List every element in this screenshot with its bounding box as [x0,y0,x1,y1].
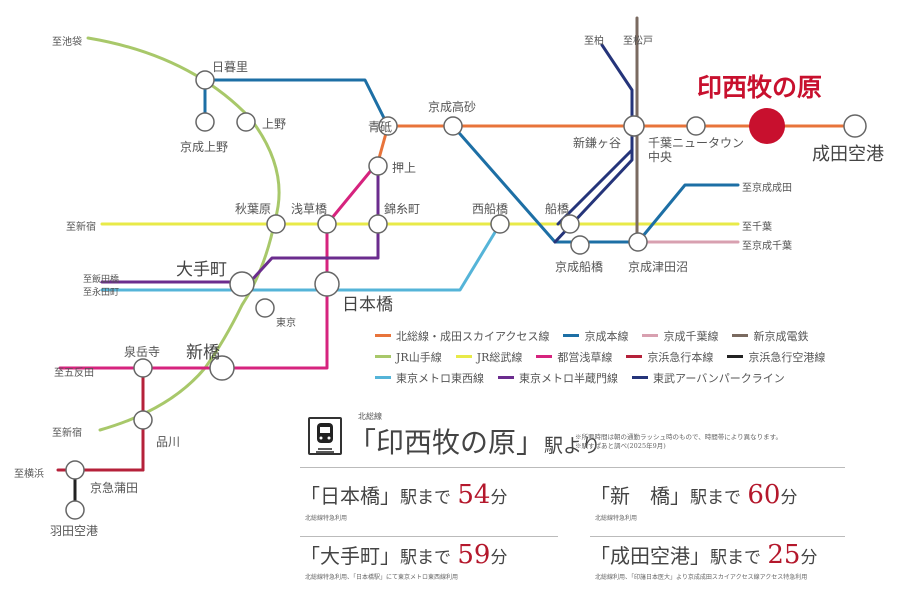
swatch-yamanote [375,355,391,358]
legend-item: 京浜急行空港線 [727,349,825,365]
dir-keisei-narita: 至京成成田 [742,183,792,194]
line-toei-asakusa [58,160,380,370]
station-keisei-tsudanuma: 京成津田沼 [628,260,689,274]
highlight-station-marker [749,108,785,144]
legend-item: 都営浅草線 [536,349,612,365]
station-keikyu-kamata: 京急蒲田 [90,481,139,495]
legend-item: 新京成電鉄 [732,328,808,344]
legend-item: 京成本線 [563,328,628,344]
station-haneda-airport: 羽田空港 [50,524,99,538]
station-keisei-ueno: 京成上野 [180,140,229,154]
dest-nihombashi: 「日本橋」駅まで 54分 [300,480,508,510]
dir-shinjuku-2: 至新宿 [52,428,82,439]
legend-item: 京浜急行本線 [626,349,713,365]
legend-item: 北総線・成田スカイアクセス線 [375,328,549,344]
legend-item: JR総武線 [455,349,522,365]
swatch-keisei-chiba [642,334,659,337]
divider [300,536,558,537]
line-legend: 北総線・成田スカイアクセス線 京成本線 京成千葉線 新京成電鉄 JR山手線 JR… [375,325,855,388]
station-aoto: 青砥 [368,120,393,134]
line-hanzomon [100,160,380,284]
line-tozai [100,222,502,292]
swatch-hokuso [375,334,391,337]
dir-kashiwa: 至柏 [584,36,604,47]
station-keisei-takasago: 京成高砂 [428,100,477,114]
dest-note: 北総線特急利用 [305,515,348,522]
swatch-shin-keisei [732,334,749,337]
legend-item: JR山手線 [375,349,442,365]
station-oshiage: 押上 [392,161,417,175]
station-narita-airport: 成田空港 [812,144,884,165]
dir-matsudo: 至松戸 [623,36,653,47]
dir-keisei-chiba: 至京成千葉 [742,241,792,252]
station-shin-kamagaya: 新鎌ヶ谷 [573,136,622,150]
dir-shinjuku: 至新宿 [66,222,96,233]
dir-nagatacho: 至永田町 [83,288,120,298]
dest-note: 北総線特急利用、「日本橋駅」にて東京メトロ東西線利用 [305,574,459,581]
legend-item: 東武アーバンパークライン [632,370,785,386]
station-funabashi: 船橋 [545,202,570,216]
dest-note: 北総線特急利用 [595,515,638,522]
line-jr-yamanote [86,36,281,432]
legend-item: 東京メトロ東西線 [375,370,484,386]
dir-yokohama: 至横浜 [14,469,44,480]
divider [300,467,845,468]
station-chiba-nt-chuo: 千葉ニュータウン中央 [648,136,745,164]
dir-chiba: 至千葉 [742,222,772,233]
station-ueno: 上野 [262,117,287,131]
highlight-station-label: 印西牧の原 [697,73,823,102]
station-nishi-funabashi: 西船橋 [472,202,509,216]
swatch-sobu [455,355,472,358]
station-shimbashi: 新橋 [186,343,220,363]
dest-shimbashi: 「新 橋」駅まで 60分 [590,480,798,510]
dest-otemachi: 「大手町」駅まで 59分 [300,540,508,570]
legend-item: 京成千葉線 [642,328,718,344]
station-otemachi: 大手町 [176,260,227,280]
swatch-keisei-main [563,334,580,337]
station-nihombashi: 日本橋 [342,295,393,315]
station-asakusabashi: 浅草橋 [291,202,328,216]
dir-ikebukuro: 至池袋 [52,37,82,48]
dest-note: 北総線利用、「印旛日本医大」より京成成田スカイアクセス線アクセス特急利用 [595,574,808,581]
line-name: 北総線 [358,412,382,421]
station-nippori: 日暮里 [212,60,249,74]
swatch-tozai [375,376,391,379]
swatch-keikyu-airport [727,355,744,358]
dir-gotanda: 至五反田 [54,368,94,379]
swatch-tobu [632,376,648,379]
station-sengakuji: 泉岳寺 [124,345,161,359]
origin-station: 「印西牧の原」駅より [348,426,601,459]
station-shinagawa: 品川 [156,435,181,449]
swatch-hanzomon [498,376,514,379]
station-kinshicho: 錦糸町 [384,202,421,216]
swatch-keikyu-main [626,355,643,358]
station-akihabara: 秋葉原 [235,202,272,216]
train-icon [308,417,342,455]
divider [590,536,845,537]
dir-iidabashi: 至飯田橋 [83,275,120,285]
legend-item: 東京メトロ半蔵門線 [498,370,618,386]
station-tokyo: 東京 [276,318,296,329]
swatch-asakusa [536,355,553,358]
dest-narita-airport: 「成田空港」駅まで 25分 [590,540,818,570]
station-keisei-funabashi: 京成船橋 [555,260,604,274]
footnote: ※所要時間は朝の通勤ラッシュ時のもので、時間帯により異なります。 ※駅すぱあと調… [575,433,782,450]
